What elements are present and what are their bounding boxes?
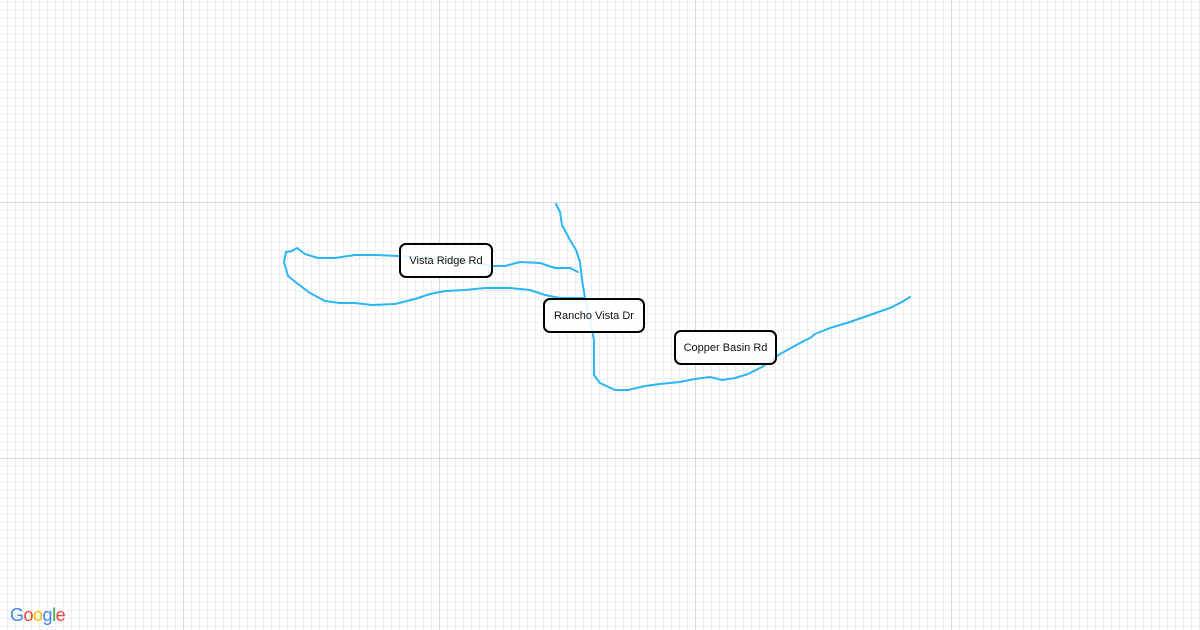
logo-letter: l	[52, 605, 56, 625]
logo-letter: o	[33, 605, 43, 625]
logo-letter: o	[23, 605, 34, 625]
logo-letter: e	[55, 605, 66, 625]
road-label-copper-basin-rd[interactable]: Copper Basin Rd	[674, 330, 777, 365]
google-logo: Google	[10, 605, 66, 626]
logo-letter: G	[10, 605, 24, 625]
logo-letter: g	[42, 605, 53, 625]
route-rancho-vista-copper-basin[interactable]	[555, 203, 911, 391]
road-label-vista-ridge-rd[interactable]: Vista Ridge Rd	[399, 243, 493, 278]
road-label-rancho-vista-dr[interactable]: Rancho Vista Dr	[543, 298, 645, 333]
